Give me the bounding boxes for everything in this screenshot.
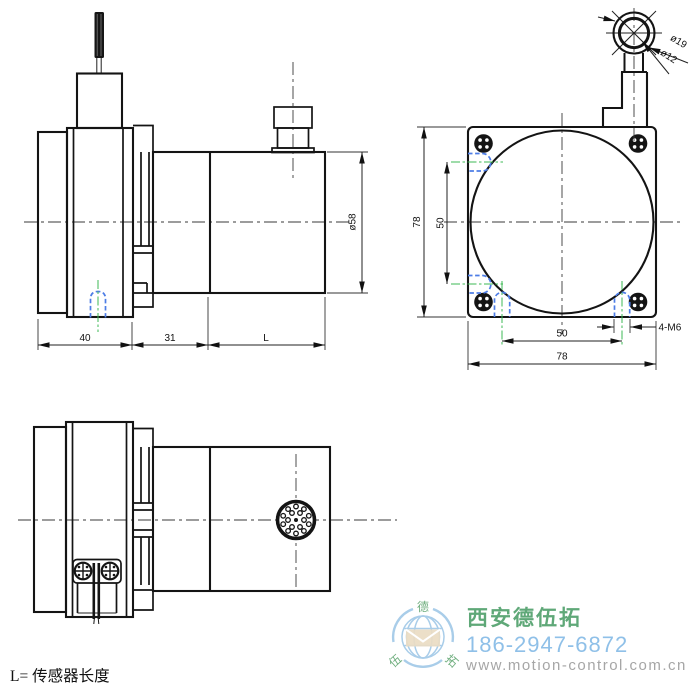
length-note: L= 传感器长度 — [10, 667, 110, 685]
dim-78h-label: 78 — [556, 352, 568, 363]
dim-dia12-label: ø12 — [658, 48, 679, 67]
cable-gland — [271, 106, 315, 154]
clamp-screw — [73, 561, 93, 581]
dim-40-label: 40 — [79, 333, 91, 344]
front-view-dimensions: 78 50 50 78 4-M6 — [412, 126, 682, 370]
flange-profile — [133, 124, 154, 308]
clamp-screw — [100, 561, 120, 581]
dim-31-label: 31 — [164, 333, 176, 344]
logo-char-right: 拓 — [443, 652, 461, 670]
encoder-body — [151, 445, 332, 593]
website-url: www.motion-control.com.cn — [465, 657, 687, 674]
side-view: 40 31 L ø58 — [24, 12, 368, 350]
dim-dia58-label: ø58 — [348, 213, 359, 231]
connector — [275, 499, 317, 541]
hidden-m6-holes — [451, 152, 631, 347]
watermark: 德 伍 拓 西安德伍拓 186-2947-6872 www.motion-con… — [386, 599, 687, 674]
drum-circle — [469, 129, 655, 315]
logo-char-top: 德 — [417, 599, 429, 614]
thread-spec-label: 4-M6 — [659, 323, 682, 334]
wire-eyelet: ø19 ø12 — [597, 8, 689, 142]
dim-dia19-label: ø19 — [668, 33, 689, 52]
envelope-icon — [405, 628, 441, 647]
output-cable — [92, 563, 101, 625]
front-plate — [36, 130, 69, 315]
dim-50h-label: 50 — [556, 329, 568, 340]
logo-char-left: 伍 — [386, 652, 404, 670]
side-view-dimensions: 40 31 L ø58 — [37, 151, 368, 350]
dim-L-label: L — [263, 333, 269, 344]
company-logo: 德 伍 拓 — [386, 599, 461, 670]
flange-profile — [132, 427, 154, 611]
outlet-block — [75, 72, 124, 130]
wire-rope — [94, 12, 104, 74]
mounting-plate — [466, 125, 658, 319]
company-name: 西安德伍拓 — [467, 606, 582, 630]
dim-50v-label: 50 — [436, 217, 447, 229]
front-plate — [32, 425, 68, 614]
phone-number: 186-2947-6872 — [466, 632, 628, 657]
dim-78v-label: 78 — [412, 216, 423, 228]
encoder-body — [151, 150, 327, 295]
bottom-view — [18, 420, 397, 625]
cable-clamp — [72, 558, 122, 625]
corner-screws — [474, 134, 648, 312]
drum-housing — [65, 126, 135, 319]
front-view: ø19 ø12 78 50 50 78 4-M6 — [412, 8, 689, 370]
